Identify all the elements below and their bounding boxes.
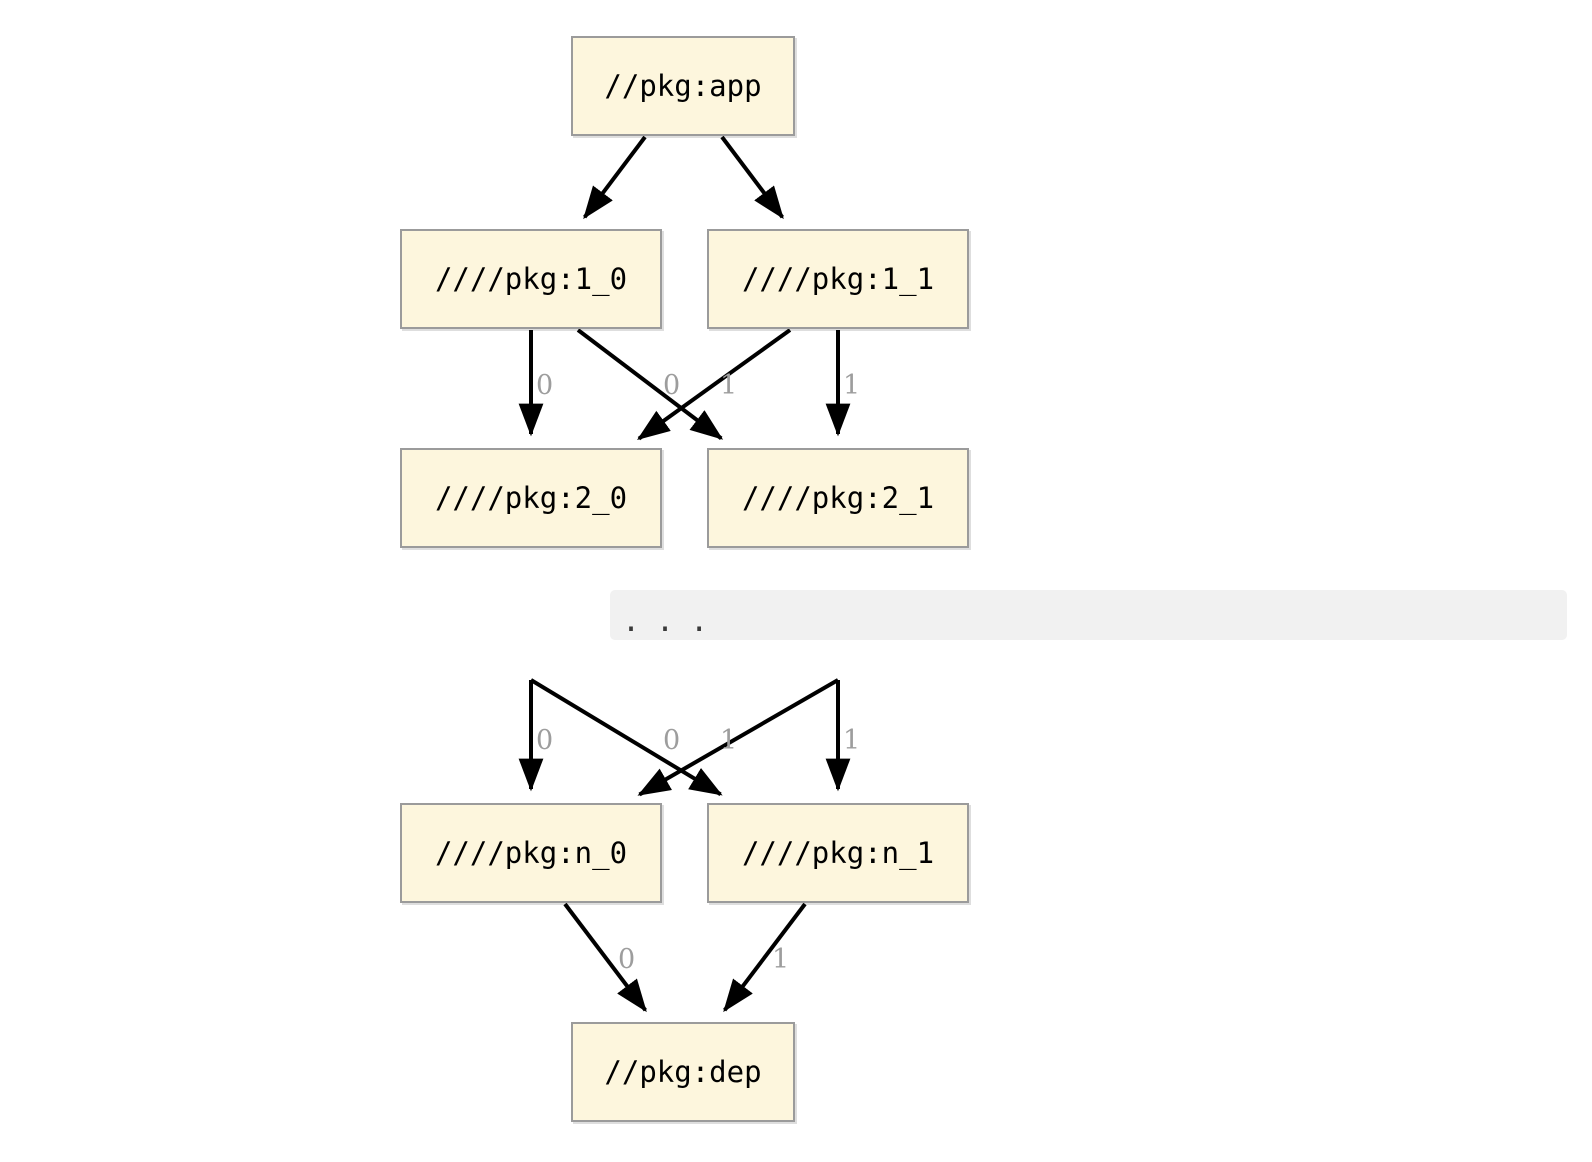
- edge-label: 0: [536, 725, 554, 756]
- graph-node-label: ////pkg:2_0: [434, 481, 628, 515]
- graph-edge-nn_0-to-dep: [563, 902, 647, 1013]
- graph-node-label: ////pkg:1_0: [434, 262, 628, 296]
- graph-edge-n1_0-to-n2_1: [576, 328, 724, 440]
- edge-label: 1: [843, 725, 861, 756]
- edge-group: [518, 135, 851, 1013]
- graph-node-label: //pkg:dep: [604, 1055, 762, 1089]
- edge-label: 1: [720, 370, 738, 401]
- graph-node-nn_1[interactable]: ////pkg:n_1: [707, 803, 969, 903]
- graph-edge-nn_1-to-dep: [723, 902, 807, 1013]
- edge-label: 0: [663, 725, 681, 756]
- graph-edge-n1_1-to-n2_0: [636, 328, 792, 441]
- graph-node-dep[interactable]: //pkg:dep: [571, 1022, 795, 1122]
- graph-node-label: //pkg:app: [604, 69, 762, 103]
- graph-node-n1_1[interactable]: ////pkg:1_1: [707, 229, 969, 329]
- graph-node-label: ////pkg:n_1: [741, 836, 935, 870]
- graph-node-nn_0[interactable]: ////pkg:n_0: [400, 803, 662, 903]
- edge-label: 1: [720, 725, 738, 756]
- graph-edge-app-to-n1_0: [583, 135, 647, 220]
- graph-node-label: ////pkg:1_1: [741, 262, 935, 296]
- graph-node-label: ////pkg:n_0: [434, 836, 628, 870]
- graph-node-label: ////pkg:2_1: [741, 481, 935, 515]
- edge-label: 0: [663, 370, 681, 401]
- edge-label: 1: [843, 370, 861, 401]
- graph-node-n1_0[interactable]: ////pkg:1_0: [400, 229, 662, 329]
- graph-edge-app-to-n1_1: [720, 135, 784, 220]
- edge-label: 0: [536, 370, 554, 401]
- graph-node-app[interactable]: //pkg:app: [571, 36, 795, 136]
- edge-label: 0: [618, 944, 636, 975]
- ellipsis-separator-band: ...: [610, 590, 1567, 640]
- graph-node-n2_1[interactable]: ////pkg:2_1: [707, 448, 969, 548]
- edge-label: 1: [772, 944, 790, 975]
- graph-edge-upstream-to-nn_0: [637, 678, 839, 797]
- graph-node-n2_0[interactable]: ////pkg:2_0: [400, 448, 662, 548]
- ellipsis-label: ...: [622, 604, 725, 639]
- graph-edge-upstream-to-nn_1: [529, 678, 723, 797]
